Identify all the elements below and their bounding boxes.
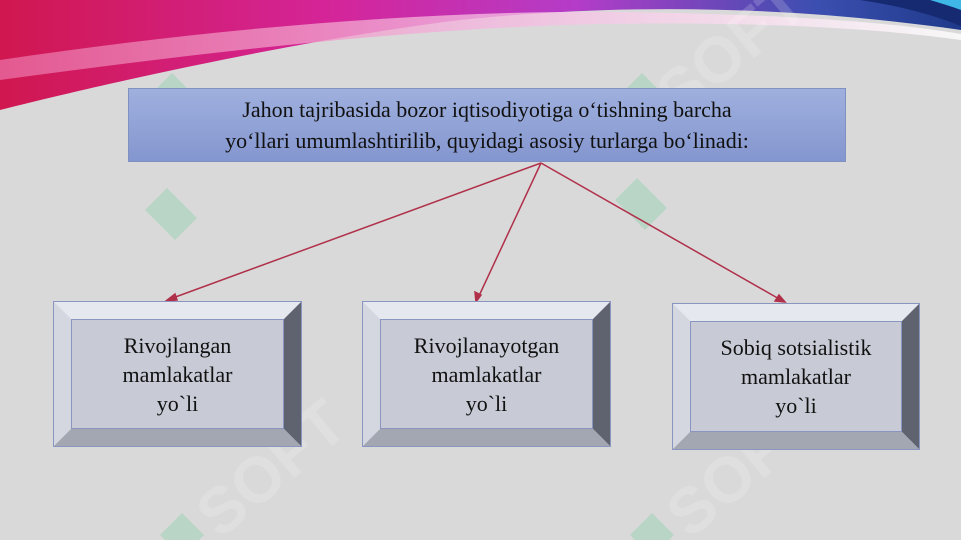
- bevel-frame: [53, 301, 302, 447]
- box-1-line-3: yo`li: [156, 390, 199, 416]
- arrow-right: [540, 162, 782, 301]
- watermark-text: SOFT SOFT SOFT: [183, 0, 830, 540]
- bevel-frame: [362, 301, 611, 447]
- box-1-line-1: Rivojlangan: [123, 332, 232, 358]
- box-developed-countries: Rivojlangan mamlakatlar yo`li: [53, 301, 302, 447]
- box-2-line-2: mamlakatlar: [431, 361, 542, 387]
- swoosh-dark: [860, 0, 961, 26]
- connector-arrows: [163, 162, 787, 305]
- arrow-middle: [477, 162, 542, 299]
- arrow-left: [169, 162, 542, 300]
- box-3-line-2: mamlakatlar: [741, 364, 851, 389]
- swoosh-main: [0, 0, 961, 110]
- title-line-2: yo‘llari umumlashtirilib, quyidagi asosi…: [225, 128, 749, 153]
- box-1-line-2: mamlakatlar: [122, 361, 233, 387]
- box-3-line-1: Sobiq sotsialistik: [720, 335, 872, 360]
- swoosh-cyan: [930, 0, 961, 10]
- box-3-line-3: yo`li: [775, 393, 817, 418]
- box-2-line-1: Rivojlanayotgan: [413, 332, 560, 358]
- bevel-frame: [672, 303, 920, 450]
- box-2-line-3: yo`li: [465, 390, 508, 416]
- box-developing-countries: Rivojlanayotgan mamlakatlar yo`li: [362, 301, 611, 447]
- swoosh-highlight: [0, 11, 961, 80]
- box-former-socialist-countries: Sobiq sotsialistik mamlakatlar yo`li: [672, 303, 920, 450]
- title-line-1: Jahon tajribasida bozor iqtisodiyotiga o…: [242, 97, 732, 122]
- title-box: Jahon tajribasida bozor iqtisodiyotiga o…: [128, 88, 846, 162]
